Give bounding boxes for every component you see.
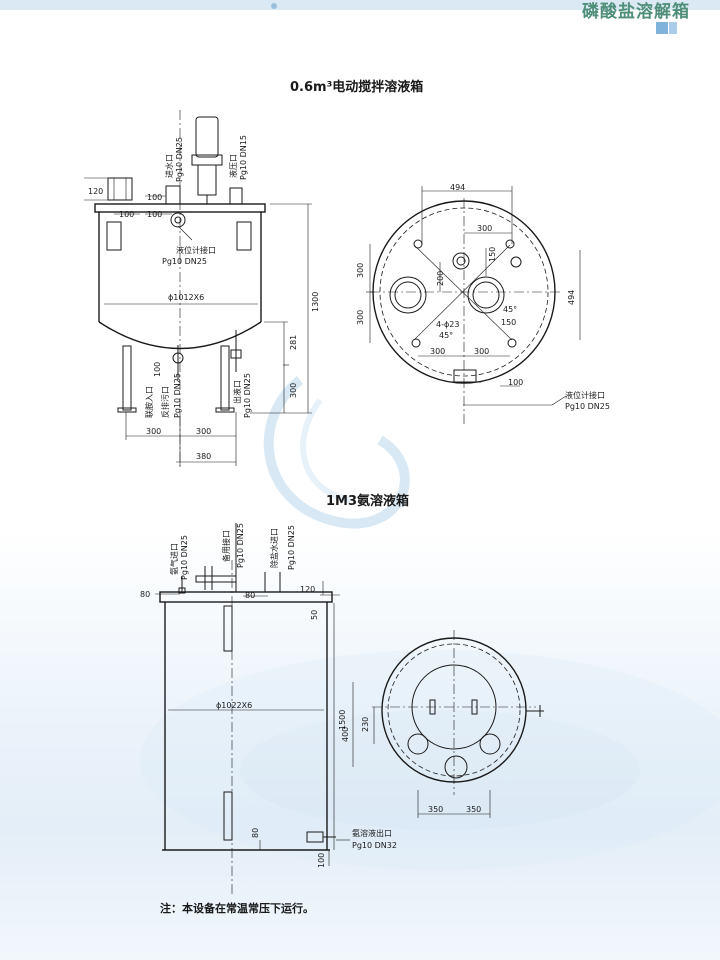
- tank1-dim-300v: 300: [289, 383, 298, 398]
- tank1-outlet: 出液口: [232, 380, 242, 404]
- tank1-dim-100a: 100: [147, 193, 162, 202]
- plan1-dim-100: 100: [508, 378, 523, 387]
- tank2-demin-water-inlet-spec: Pg10 DN25: [287, 525, 296, 570]
- tank2-outlet: 氨溶液出口: [352, 828, 392, 838]
- tank1-liquid-inlet-spec: Pg10 DN15: [239, 135, 248, 180]
- plan1-angle-45a: 45°: [503, 305, 517, 314]
- tank1-inlet-water: 进水口: [164, 154, 174, 178]
- plan2-dim-400: 400: [341, 727, 350, 742]
- tank1-dim-120: 120: [88, 187, 103, 196]
- tank2-dim-120: 120: [300, 585, 315, 594]
- header-dot: [271, 3, 277, 9]
- tank2-elevation: [155, 523, 350, 895]
- tank2-diameter: ϕ1022X6: [216, 701, 252, 710]
- tank2-height-1500: 1500: [338, 710, 347, 730]
- plan1-dim-494-right: 494: [567, 290, 576, 305]
- tank1-level-port-spec: Pg10 DN25: [162, 257, 207, 266]
- tank1-dim-281: 281: [289, 335, 298, 350]
- plan1-dim-300-left-b: 300: [356, 310, 365, 325]
- plan1-dim-150b: 150: [501, 318, 516, 327]
- plan1-level-port: 液位计接口: [565, 390, 605, 400]
- tank2-spare-port-spec: Pg10 DN25: [236, 523, 245, 568]
- tank1-outlet-spec: Pg10 DN25: [243, 373, 252, 418]
- tank1-title: 0.6m³电动搅拌溶液箱: [290, 79, 423, 95]
- tank1-reverse-drain: 反排污口: [160, 386, 170, 418]
- plan1-dim-300-left-a: 300: [356, 263, 365, 278]
- tank2-ammonia-inlet: 氨气进口: [169, 543, 179, 575]
- tank2-dim-80v: 80: [251, 828, 260, 838]
- tank1-dim-380: 380: [196, 452, 211, 461]
- plan1-dim-300-bot-a: 300: [430, 347, 445, 356]
- note-text: 注：本设备在常温常压下运行。: [160, 901, 314, 915]
- tank1-elevation: [84, 110, 312, 470]
- header-band: [0, 0, 720, 10]
- tank1-liquid-inlet: 液压口: [228, 154, 238, 178]
- tank1-height-1300: 1300: [311, 292, 320, 312]
- tank1-dim-300b: 300: [196, 427, 211, 436]
- tank2-outlet-spec: Pg10 DN32: [352, 841, 397, 850]
- plan1-dim-300-top: 300: [477, 224, 492, 233]
- plan1-dim-494: 494: [450, 183, 465, 192]
- plan2-dim-230: 230: [361, 717, 370, 732]
- tank1-inlet-water-spec: Pg10 DN25: [175, 137, 184, 182]
- tank1-dim-100v: 100: [153, 362, 162, 377]
- plan2-dim-350b: 350: [466, 805, 481, 814]
- plan1-dim-150a: 150: [488, 247, 497, 262]
- plan1-level-port-spec: Pg10 DN25: [565, 402, 610, 411]
- tank1-dim-300a: 300: [146, 427, 161, 436]
- tank1-dim-100c: 100: [147, 210, 162, 219]
- tank2-ammonia-inlet-spec: Pg10 DN25: [180, 535, 189, 580]
- tank2-dim-50: 50: [310, 610, 319, 620]
- plan2-dim-350a: 350: [428, 805, 443, 814]
- background-swirl: [140, 376, 720, 870]
- tank2-dim-100v: 100: [317, 853, 326, 868]
- tank1-drain-spec: Pg10 DN25: [173, 373, 182, 418]
- plan1-holes: 4-ϕ23: [436, 320, 459, 329]
- header-square-icon-light: [669, 22, 677, 34]
- plan1-view: [366, 186, 581, 425]
- tank2-demin-water-inlet: 除盐水进口: [269, 528, 279, 568]
- tank2-dim-80a: 80: [140, 590, 150, 599]
- plan1-dim-200: 200: [436, 271, 445, 286]
- plan2-view: [352, 630, 544, 818]
- tank1-level-port: 液位计接口: [176, 245, 216, 255]
- tank1-link-inlet: 联胺入口: [144, 386, 154, 418]
- header-square-icon: [656, 22, 668, 34]
- tank2-dim-80b: 80: [245, 591, 255, 600]
- header-title: 磷酸盐溶解箱: [582, 2, 690, 22]
- tank2-spare-port: 备用接口: [221, 530, 231, 562]
- tank1-diameter: ϕ1012X6: [168, 293, 204, 302]
- plan1-dim-300-bot-b: 300: [474, 347, 489, 356]
- tank2-title: 1M3氨溶液箱: [326, 493, 409, 509]
- plan1-angle-45b: 45°: [439, 331, 453, 340]
- tank1-dim-100b: 100: [119, 210, 134, 219]
